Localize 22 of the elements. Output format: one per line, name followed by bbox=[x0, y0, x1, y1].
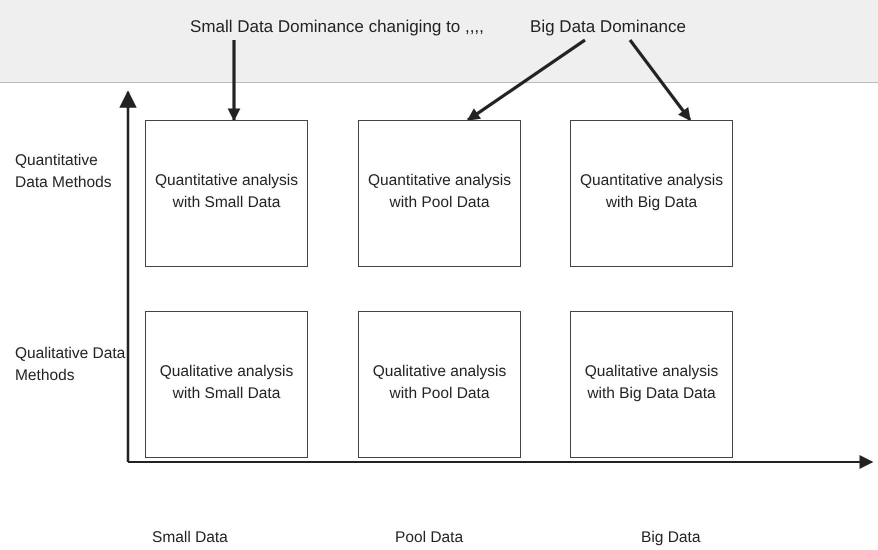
box-text: Quantitative analysis with Big Data bbox=[579, 170, 724, 212]
arrow bbox=[466, 38, 586, 122]
analysis-box bbox=[570, 311, 733, 458]
analysis-box bbox=[358, 120, 521, 267]
box-text: Quantitative analysis with Small Data bbox=[154, 170, 299, 212]
arrow bbox=[628, 39, 692, 122]
column-label: Small Data bbox=[152, 528, 228, 548]
annotation-text: Small Data Dominance chaniging to ,,,, bbox=[190, 17, 484, 37]
analysis-box bbox=[145, 120, 308, 267]
box-text: Quantitative analysis with Pool Data bbox=[367, 170, 512, 212]
box-text: Qualitative analysis with Pool Data bbox=[372, 362, 508, 404]
analysis-box bbox=[145, 311, 308, 458]
analysis-box bbox=[358, 311, 521, 458]
box-text: Qualitative analysis with Small Data bbox=[158, 362, 294, 404]
analysis-box bbox=[570, 120, 733, 267]
row-label: Quantitative Data Methods bbox=[15, 151, 112, 193]
column-label: Big Data bbox=[641, 528, 700, 548]
box-text: Qualitative analysis with Big Data Data bbox=[584, 362, 720, 404]
column-label: Pool Data bbox=[395, 528, 464, 548]
annotation-text: Big Data Dominance bbox=[530, 17, 686, 37]
arrow bbox=[228, 40, 240, 122]
row-label: Qualitative Data Methods bbox=[15, 344, 126, 386]
